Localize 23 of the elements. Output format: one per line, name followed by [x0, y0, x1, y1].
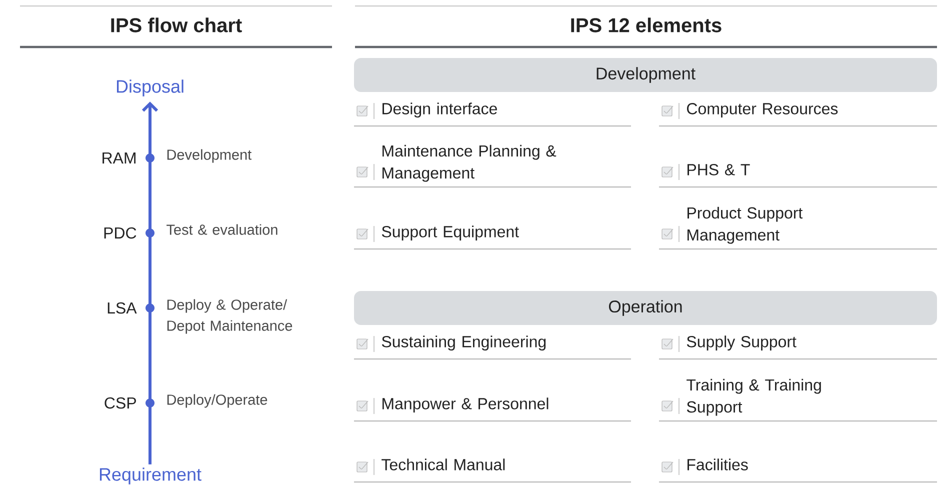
section-heading: IPS flow chart	[111, 18, 242, 32]
element-item: Support Equipment	[382, 226, 519, 241]
element-item: Technical Manual	[382, 458, 505, 470]
section-heading: IPS 12 elements	[571, 18, 722, 32]
phase-text: Deploy/Operate	[167, 394, 268, 408]
stage-abbreviation: RAM	[102, 152, 136, 164]
element-item: Maintenance Planning & Management	[382, 144, 556, 182]
stage-abbreviation: LSA	[108, 302, 137, 314]
phase-text: Development	[167, 149, 252, 163]
stage-abbreviation: CSP	[104, 397, 136, 409]
element-item: Facilities	[688, 458, 748, 470]
stage-label: Requirement	[100, 468, 202, 484]
phase-text: Test & evaluation	[166, 224, 278, 235]
phase-band: Development	[354, 58, 937, 92]
element-item: Product Support Management	[688, 206, 803, 244]
element-item: PHS & T	[688, 164, 750, 176]
element-item: Manpower & Personnel	[382, 398, 548, 413]
phase-band: Operation	[354, 291, 937, 325]
phase-text: Deploy & Operate/ Depot Maintenance	[167, 299, 292, 334]
stage-abbreviation: PDC	[104, 227, 136, 239]
stage-label: Disposal	[116, 80, 184, 96]
element-item: Training & Training Support	[686, 378, 821, 416]
timeline-arrow	[142, 102, 158, 464]
